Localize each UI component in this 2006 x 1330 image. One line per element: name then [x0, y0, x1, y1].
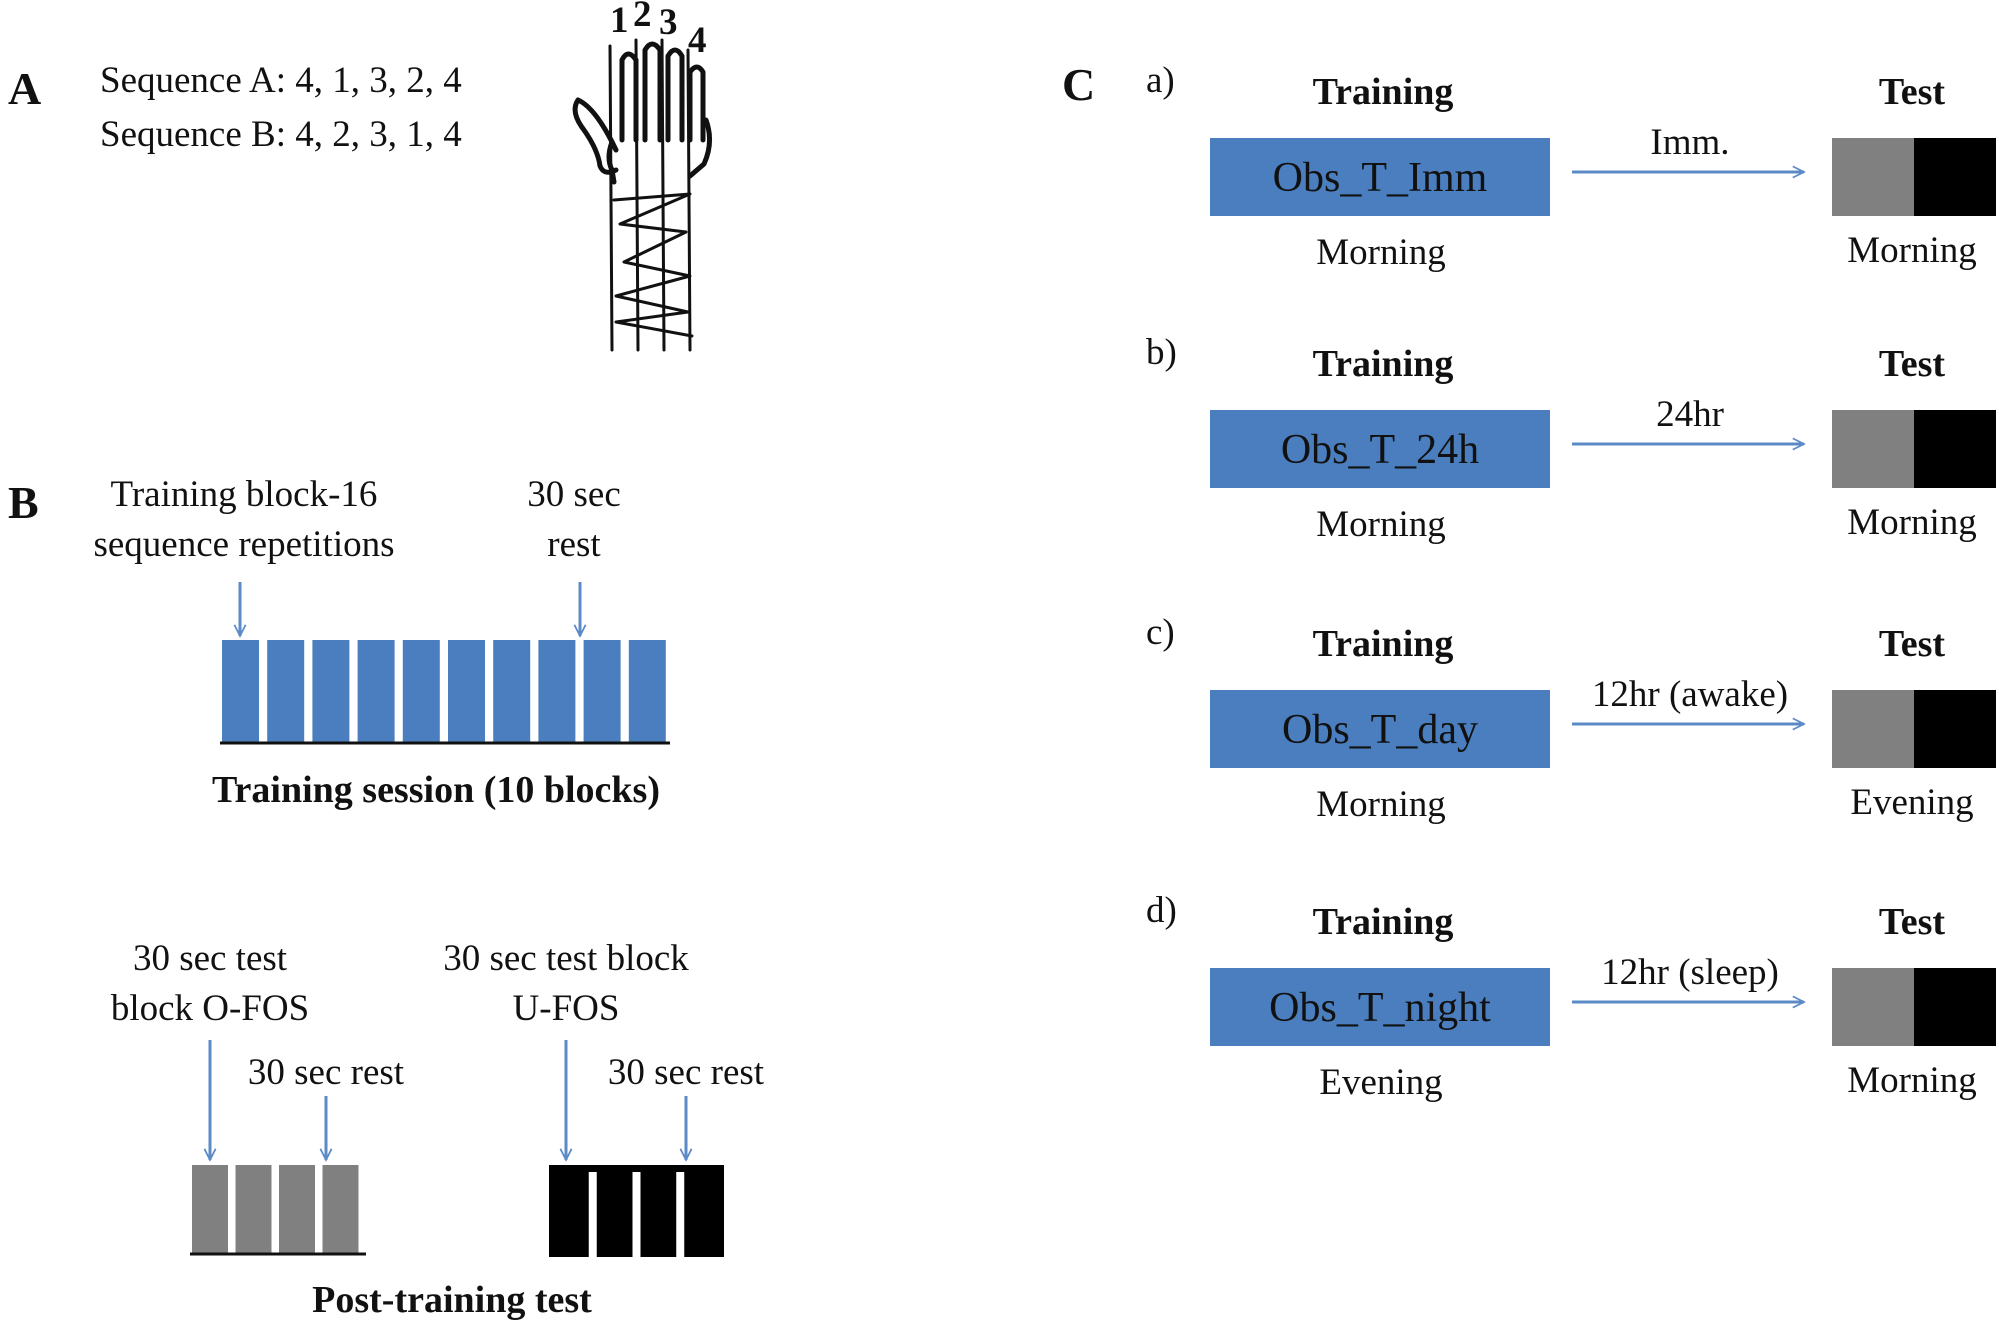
test-time: Evening [1850, 782, 1973, 823]
training-heading: Training [1313, 901, 1454, 943]
training-time: Evening [1319, 1062, 1442, 1103]
training-block [402, 640, 440, 742]
panel-a-label: A [8, 63, 41, 114]
training-block [583, 640, 621, 742]
condition-tag: c) [1146, 612, 1175, 653]
condition-box [1210, 138, 1550, 216]
ufos-label-line1: 30 sec test block [443, 938, 689, 979]
test-time: Morning [1847, 1060, 1977, 1101]
rest-label-line1: 30 sec [527, 474, 621, 515]
ofos-test-blocks [192, 1165, 359, 1253]
training-block-label-line1: Training block-16 [111, 474, 378, 515]
test-heading: Test [1879, 71, 1946, 113]
training-block [357, 640, 395, 742]
finger-label-3: 3 [659, 2, 678, 43]
training-block [493, 640, 531, 742]
test-block-black [1914, 968, 1996, 1046]
test-block-gray [1832, 968, 1914, 1046]
training-session-caption: Training session (10 blocks) [212, 769, 660, 811]
test-block-gray [1832, 410, 1914, 488]
condition-box-label: Obs_T_Imm [1273, 155, 1488, 201]
interval-label: Imm. [1650, 122, 1729, 163]
interval-label: 12hr (sleep) [1601, 952, 1779, 993]
hand-illustration [572, 38, 712, 352]
training-time: Morning [1316, 504, 1446, 545]
training-block [628, 640, 666, 742]
interval-label: 12hr (awake) [1592, 674, 1788, 715]
training-blocks [222, 640, 666, 742]
finger-label-2: 2 [633, 0, 652, 35]
ofos-test-block [235, 1165, 272, 1253]
sequence-a-text: Sequence A: 4, 1, 3, 2, 4 [100, 60, 462, 101]
ufos-block-gap [676, 1172, 685, 1257]
finger-label-1: 1 [610, 0, 629, 41]
ofos-test-block [279, 1165, 315, 1253]
condition-tag: d) [1146, 890, 1177, 931]
condition-tag: a) [1146, 60, 1175, 101]
training-block [538, 640, 576, 742]
training-time: Morning [1316, 232, 1446, 273]
condition-box [1210, 410, 1550, 488]
test-block-gray [1832, 138, 1914, 216]
test-block-black [1914, 690, 1996, 768]
panel-c-label: C [1062, 59, 1095, 110]
test-block-gray [1832, 690, 1914, 768]
training-heading: Training [1313, 623, 1454, 665]
training-block [267, 640, 305, 742]
ofos-test-block [322, 1165, 359, 1253]
test-time: Morning [1847, 502, 1977, 543]
panel-b: B Training block-16 sequence repetitions… [8, 474, 765, 1321]
sequence-b-text: Sequence B: 4, 2, 3, 1, 4 [100, 114, 462, 155]
test-block-black [1914, 138, 1996, 216]
test-heading: Test [1879, 343, 1946, 385]
training-block [222, 640, 259, 742]
ofos-label-line1: 30 sec test [133, 938, 288, 979]
training-heading: Training [1313, 343, 1454, 385]
training-heading: Training [1313, 71, 1454, 113]
ofos-test-block [192, 1165, 228, 1253]
condition-box-label: Obs_T_24h [1281, 427, 1479, 473]
rest-label-line2: rest [547, 524, 601, 565]
condition-box [1210, 690, 1550, 768]
test-heading: Test [1879, 623, 1946, 665]
ufos-block-gap [632, 1172, 641, 1257]
training-block-label-line2: sequence repetitions [93, 524, 394, 565]
ufos-rest-label: 30 sec rest [608, 1052, 765, 1093]
condition-box-label: Obs_T_day [1282, 707, 1478, 753]
training-block [312, 640, 350, 742]
interval-label: 24hr [1656, 394, 1724, 435]
training-time: Morning [1316, 784, 1446, 825]
ufos-test-blocks [549, 1165, 724, 1257]
panel-a: A Sequence A: 4, 1, 3, 2, 4 Sequence B: … [8, 0, 712, 352]
condition-box [1210, 968, 1550, 1046]
condition-box-label: Obs_T_night [1269, 985, 1491, 1031]
training-block [448, 640, 485, 742]
post-training-test-caption: Post-training test [312, 1279, 592, 1321]
ofos-rest-label: 30 sec rest [248, 1052, 405, 1093]
condition-tag: b) [1146, 332, 1177, 373]
panel-b-label: B [8, 477, 39, 528]
condition-rows: a)TrainingObs_T_ImmMorningImm.TestMornin… [1146, 60, 1996, 1103]
finger-label-4: 4 [688, 20, 707, 61]
ofos-label-line2: block O-FOS [111, 988, 309, 1029]
test-block-black [1914, 410, 1996, 488]
test-heading: Test [1879, 901, 1946, 943]
ufos-block-gap [588, 1172, 597, 1257]
panel-c: C a)TrainingObs_T_ImmMorningImm.TestMorn… [1062, 59, 1996, 1103]
test-time: Morning [1847, 230, 1977, 271]
ufos-label-line2: U-FOS [513, 988, 620, 1029]
